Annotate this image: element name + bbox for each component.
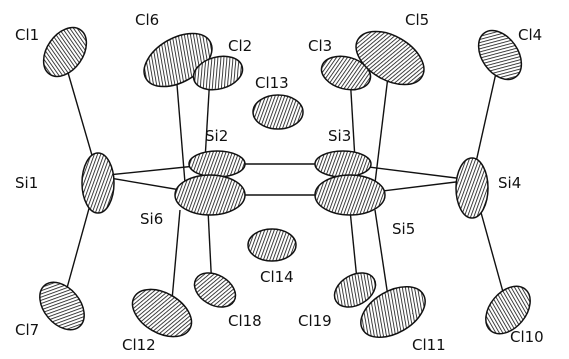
cl1-ellipsoid xyxy=(42,26,88,78)
label-si2: Si2 xyxy=(205,127,228,145)
si4-ellipsoid xyxy=(455,157,489,219)
cl14-ellipsoid xyxy=(247,228,297,262)
cl19-ellipsoid xyxy=(333,272,377,308)
si3-ellipsoid xyxy=(314,150,372,178)
label-cl10: Cl10 xyxy=(510,328,544,346)
si6-ellipsoid xyxy=(174,174,246,216)
bond-si6-cl12 xyxy=(171,209,181,301)
cl13-ellipsoid xyxy=(252,94,304,130)
cl12-ellipsoid xyxy=(131,288,193,338)
label-si5: Si5 xyxy=(392,220,415,238)
si2-ellipsoid xyxy=(188,150,246,178)
atom-ellipsoids xyxy=(39,26,531,338)
label-cl4: Cl4 xyxy=(518,26,542,44)
cl2-ellipsoid xyxy=(192,55,244,91)
label-si3: Si3 xyxy=(328,127,351,145)
label-cl19: Cl19 xyxy=(298,312,332,330)
si5-ellipsoid xyxy=(314,174,386,216)
label-si4: Si4 xyxy=(498,174,521,192)
atom-labels: Cl1 Cl6 Cl2 Cl3 Cl5 Cl4 Cl13 Si2 Si3 Si1… xyxy=(15,11,544,354)
label-cl7: Cl7 xyxy=(15,321,39,339)
label-cl18: Cl18 xyxy=(228,312,262,330)
label-cl3: Cl3 xyxy=(308,37,332,55)
cl3-ellipsoid xyxy=(320,55,372,91)
label-si6: Si6 xyxy=(140,210,163,228)
label-cl13: Cl13 xyxy=(255,74,289,92)
label-cl1: Cl1 xyxy=(15,26,39,44)
cl7-ellipsoid xyxy=(39,281,85,331)
cl18-ellipsoid xyxy=(193,272,237,308)
label-cl2: Cl2 xyxy=(228,37,252,55)
label-cl5: Cl5 xyxy=(405,11,429,29)
label-cl6: Cl6 xyxy=(135,11,159,29)
cl11-ellipsoid xyxy=(360,286,426,338)
label-cl14: Cl14 xyxy=(260,268,294,286)
label-cl11: Cl11 xyxy=(412,336,446,354)
cl10-ellipsoid xyxy=(485,285,531,335)
cl4-ellipsoid xyxy=(477,29,523,81)
cl5-ellipsoid xyxy=(355,30,425,86)
label-cl12: Cl12 xyxy=(122,336,156,354)
si1-ellipsoid xyxy=(81,152,115,214)
label-si1: Si1 xyxy=(15,174,38,192)
